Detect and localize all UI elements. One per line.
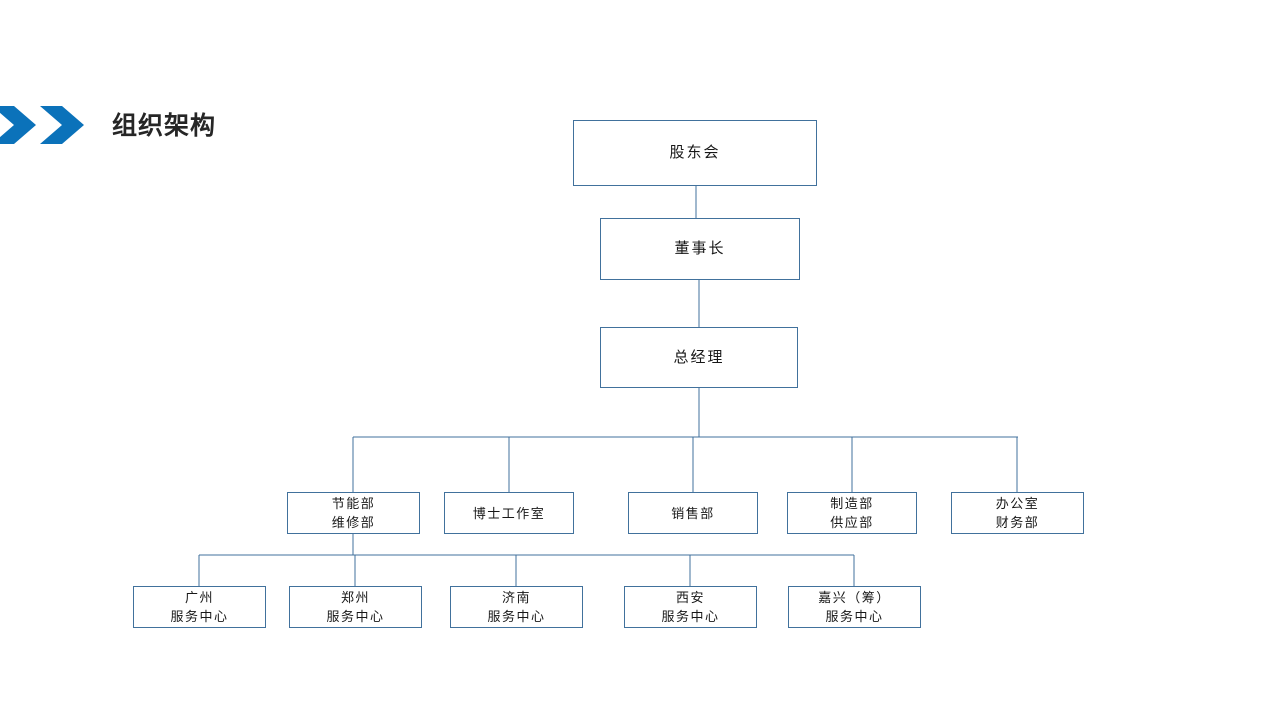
org-node-doctor-studio[interactable]: 博士工作室 xyxy=(444,492,574,534)
org-node-label: 西安 xyxy=(675,590,705,605)
org-node-xian-service-center[interactable]: 西安服务中心 xyxy=(624,586,757,628)
org-node-label: 博士工作室 xyxy=(472,505,546,521)
org-node-jiaxing-service-center[interactable]: 嘉兴（筹） 服务中心 xyxy=(788,586,921,628)
org-node-label: 办公室 xyxy=(995,496,1040,511)
org-node-label: 董事长 xyxy=(674,240,726,257)
org-node-label: 济南 xyxy=(501,590,531,605)
org-node-label: 总经理 xyxy=(673,348,725,366)
org-node-guangzhou-service-center[interactable]: 广州服务中心 xyxy=(133,586,266,628)
org-node-label: 服务中心 xyxy=(825,609,884,624)
org-node-chairman[interactable]: 董事长 xyxy=(600,218,800,280)
double-chevron-right-icon xyxy=(0,106,92,144)
org-node-label: 财务部 xyxy=(995,515,1040,530)
org-node-label: 股东会 xyxy=(669,144,721,161)
org-node-label: 供应部 xyxy=(830,515,874,530)
org-node-label: 服务中心 xyxy=(170,609,229,624)
org-node-jinan-service-center[interactable]: 济南服务中心 xyxy=(450,586,583,628)
org-node-zhengzhou-service-center[interactable]: 郑州服务中心 xyxy=(289,586,422,628)
org-node-label: 节能部 xyxy=(331,496,376,511)
slide-header: 组织架构 xyxy=(0,48,1280,144)
org-node-label: 嘉兴（筹） xyxy=(818,590,891,605)
chevron-svg xyxy=(0,106,84,144)
org-node-label: 广州 xyxy=(184,590,214,605)
org-node-office-finance[interactable]: 办公室财务部 xyxy=(951,492,1084,534)
org-node-label: 服务中心 xyxy=(661,609,720,624)
org-node-label: 服务中心 xyxy=(326,609,385,624)
chevron-1-icon xyxy=(0,106,36,144)
org-node-energy-maintenance[interactable]: 节能部维修部 xyxy=(287,492,420,534)
page-title: 组织架构 xyxy=(112,112,217,140)
org-node-label: 维修部 xyxy=(331,515,376,530)
org-node-label: 服务中心 xyxy=(487,609,546,624)
org-node-label: 销售部 xyxy=(671,505,715,521)
org-node-general-manager[interactable]: 总经理 xyxy=(600,327,798,388)
org-node-manufacturing-supply[interactable]: 制造部供应部 xyxy=(787,492,917,534)
org-node-label: 制造部 xyxy=(830,496,874,511)
org-node-sales[interactable]: 销售部 xyxy=(628,492,758,534)
org-node-shareholders[interactable]: 股东会 xyxy=(573,120,817,186)
chevron-2-icon xyxy=(40,106,84,144)
org-node-label: 郑州 xyxy=(340,590,370,605)
